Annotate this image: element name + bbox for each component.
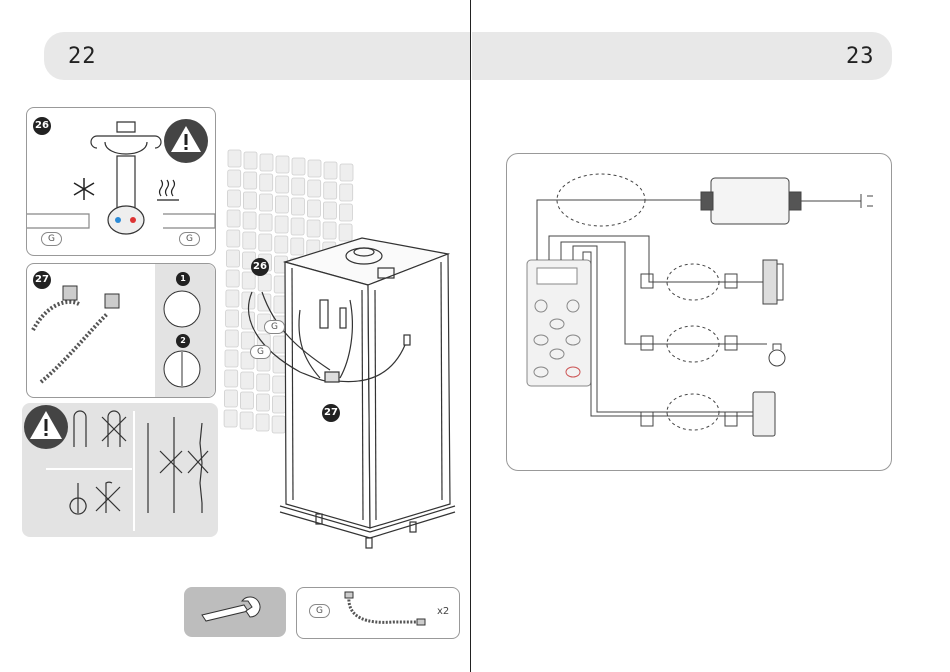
g-tag-26-right: G bbox=[179, 232, 200, 246]
hose-quantity: x2 bbox=[437, 606, 449, 617]
substep-2-badge: 2 bbox=[176, 334, 190, 348]
step-26-badge-cabin: 26 bbox=[251, 258, 269, 276]
step-27-badge-cabin: 27 bbox=[322, 404, 340, 422]
substep-1-badge: 1 bbox=[176, 272, 190, 286]
hose-icon bbox=[297, 588, 459, 638]
step-27-panel: 27 1 2 bbox=[26, 263, 216, 398]
tool-wrench-box bbox=[184, 587, 286, 637]
hose-routing-warning-panel bbox=[22, 403, 218, 537]
snowflake-icon bbox=[74, 178, 94, 200]
heat-icon bbox=[157, 180, 179, 200]
g-tag-26-left: G bbox=[41, 232, 62, 246]
step-26-panel: 26 G G bbox=[26, 107, 216, 256]
g-tag-cabin-2: G bbox=[250, 345, 271, 359]
tool-hose-box: G x2 bbox=[296, 587, 460, 639]
wiring-diagram bbox=[507, 154, 891, 470]
wiring-diagram-panel bbox=[506, 153, 892, 471]
g-tag-cabin-1: G bbox=[264, 320, 285, 334]
wrench-icon bbox=[184, 587, 286, 637]
hose-routing-drawing bbox=[22, 403, 218, 537]
warning-icon bbox=[24, 405, 68, 449]
warning-icon bbox=[164, 119, 208, 163]
